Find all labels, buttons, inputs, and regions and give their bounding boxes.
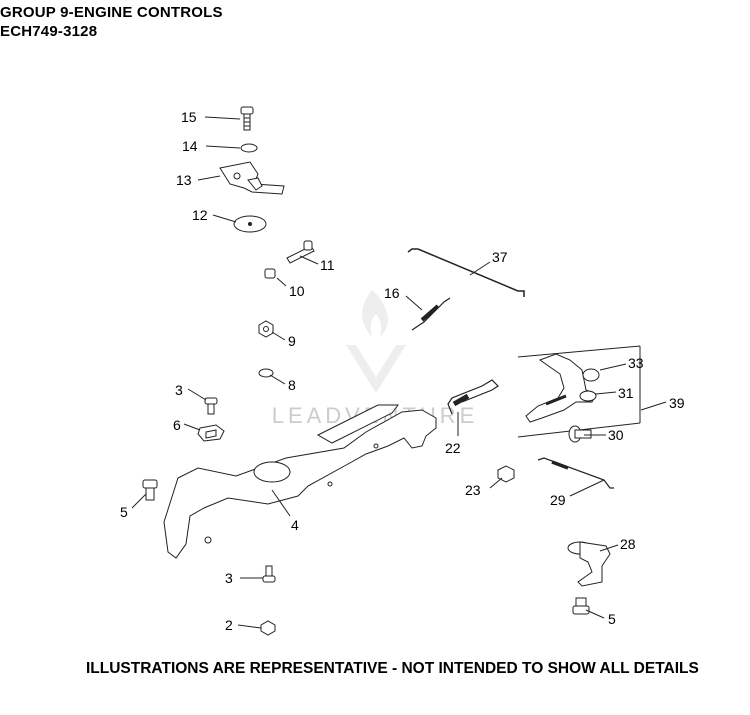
callout-28: 28 <box>620 536 636 552</box>
part-2-nut <box>260 620 276 636</box>
part-3-bolt <box>204 397 218 415</box>
part-29-spring <box>537 457 614 489</box>
callout-3-lower: 3 <box>225 570 233 586</box>
callout-8: 8 <box>288 377 296 393</box>
part-13-bracket <box>219 161 285 195</box>
callout-13: 13 <box>176 172 192 188</box>
part-37-rod <box>407 248 525 297</box>
callout-29: 29 <box>550 492 566 508</box>
part-33-washer <box>582 368 600 382</box>
leader-lines <box>131 116 667 629</box>
part-5-bolt <box>142 479 158 501</box>
callout-22: 22 <box>445 440 461 456</box>
callout-10: 10 <box>289 283 305 299</box>
part-4-control-bracket <box>163 404 437 559</box>
watermark-logo <box>346 290 406 393</box>
part-15-bolt <box>240 106 254 131</box>
callout-3-upper: 3 <box>175 382 183 398</box>
part-8-washer <box>258 368 274 378</box>
callout-labels: 15 14 13 12 11 10 9 8 3 6 5 4 3 2 37 16 … <box>120 109 685 633</box>
callout-11: 11 <box>320 257 335 273</box>
callout-37: 37 <box>492 249 508 265</box>
part-11-bolt <box>286 240 315 264</box>
callout-33: 33 <box>628 355 644 371</box>
callout-4: 4 <box>291 517 299 533</box>
callout-31: 31 <box>618 385 634 401</box>
part-3-bolt-lower <box>262 565 276 583</box>
callout-12: 12 <box>192 207 208 223</box>
part-22-spring <box>447 379 499 415</box>
callout-6: 6 <box>173 417 181 433</box>
callout-30: 30 <box>608 427 624 443</box>
callout-16: 16 <box>384 285 400 301</box>
part-16-spring <box>411 297 451 331</box>
model-number: ECH749-3128 <box>0 23 98 40</box>
part-28-lever <box>567 541 611 587</box>
part-9-nut <box>258 320 274 338</box>
callout-9: 9 <box>288 333 296 349</box>
part-10-nut <box>264 268 276 279</box>
callout-39: 39 <box>669 395 685 411</box>
part-31-throttle-lever <box>525 353 597 423</box>
part-12-washer <box>233 215 267 233</box>
part-6-clip <box>197 424 225 442</box>
callout-5-right: 5 <box>608 611 616 627</box>
part-14-washer <box>240 143 258 153</box>
disclaimer-note: ILLUSTRATIONS ARE REPRESENTATIVE - NOT I… <box>86 660 699 677</box>
callout-2: 2 <box>225 617 233 633</box>
callout-5-left: 5 <box>120 504 128 520</box>
callout-15: 15 <box>181 109 197 125</box>
callout-23: 23 <box>465 482 481 498</box>
diagram-title: GROUP 9-ENGINE CONTROLS <box>0 4 223 21</box>
callout-14: 14 <box>182 138 198 154</box>
part-5-bolt-right <box>572 597 590 615</box>
part-30-pin <box>568 425 592 443</box>
